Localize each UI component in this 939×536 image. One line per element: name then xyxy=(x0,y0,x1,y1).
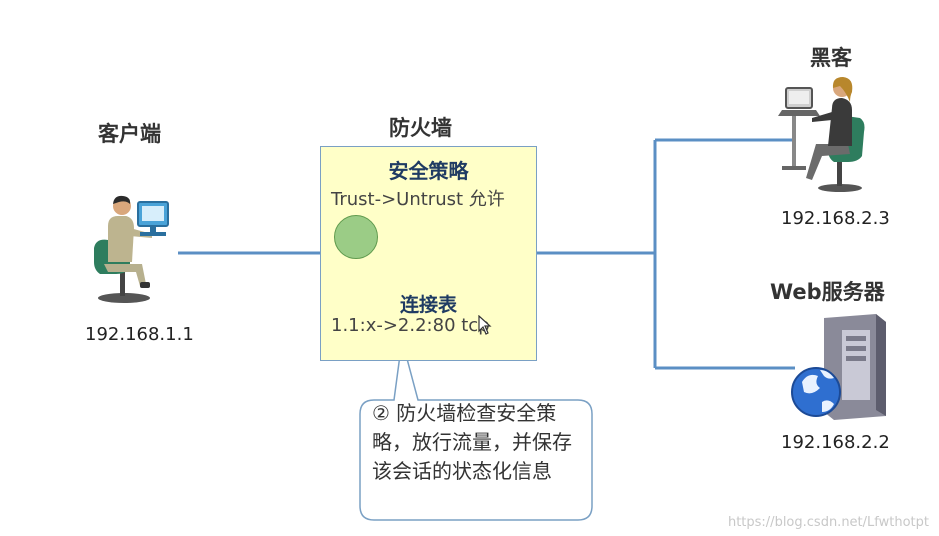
hacker-title: 黑客 xyxy=(810,46,852,70)
web-server-title: Web服务器 xyxy=(770,280,885,304)
security-policy-rule: Trust->Untrust 允许 xyxy=(331,189,505,210)
client-user-icon xyxy=(94,195,169,303)
firewall-box: 安全策略 Trust->Untrust 允许 连接表 1.1:x->2.2:80… xyxy=(320,146,537,361)
hacker-user-icon xyxy=(778,77,865,192)
watermark: https://blog.csdn.net/Lfwthotpt xyxy=(727,515,929,530)
callout-text: ② 防火墙检查安全策略，放行流量，并保存该会话的状态化信息 xyxy=(372,401,572,483)
firewall-title: 防火墙 xyxy=(389,116,452,140)
web-server-icon xyxy=(791,314,886,420)
client-ip: 192.168.1.1 xyxy=(85,324,194,345)
mouse-cursor-icon xyxy=(478,315,492,335)
security-policy-title: 安全策略 xyxy=(388,159,469,183)
web-server-ip: 192.168.2.2 xyxy=(781,432,890,453)
hacker-ip: 192.168.2.3 xyxy=(781,208,890,229)
connection-table-entry: 1.1:x->2.2:80 tcp xyxy=(331,315,490,336)
connection-table-title: 连接表 xyxy=(399,294,457,316)
callout-bubble xyxy=(359,339,593,521)
policy-status-indicator xyxy=(334,215,378,259)
client-title: 客户端 xyxy=(98,122,161,146)
